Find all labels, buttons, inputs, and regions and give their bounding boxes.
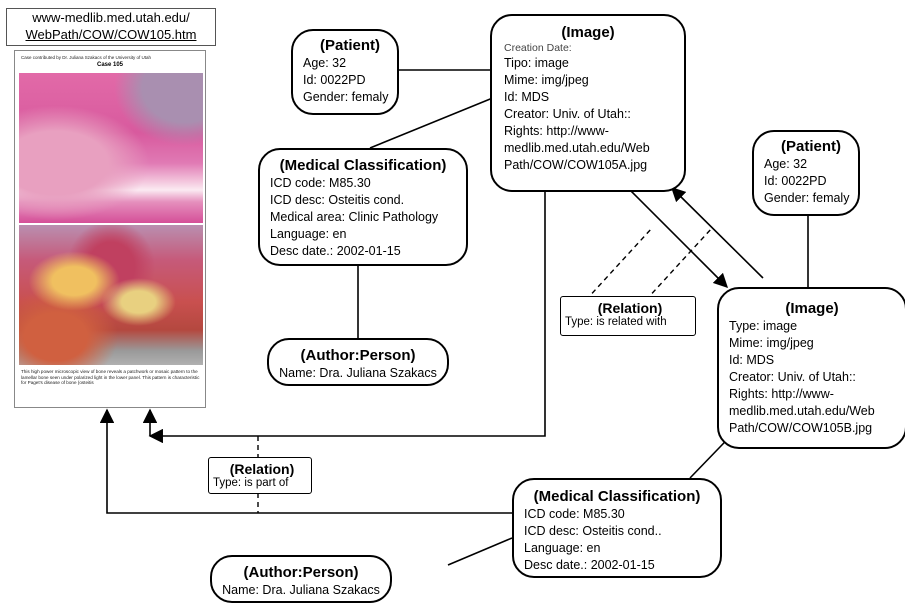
node-title: (Patient) xyxy=(781,138,841,155)
relation-part-of: (Relation) Type: is part of xyxy=(208,457,312,494)
relation-title: (Relation) xyxy=(229,461,295,477)
node-line: medlib.med.utah.edu/Web xyxy=(504,141,650,155)
medical-classification-node-2: (Medical Classification) ICD code: M85.3… xyxy=(512,478,722,578)
node-line: Rights: http://www- xyxy=(729,387,834,401)
relation-title: (Relation) xyxy=(597,300,663,316)
node-line: Creator: Univ. of Utah:: xyxy=(504,107,631,121)
url-line-2[interactable]: WebPath/COW/COW105.htm xyxy=(25,27,197,42)
node-line: Path/COW/COW105B.jpg xyxy=(729,421,873,435)
image-node-b: (Image) Type: image Mime: img/jpeg Id: M… xyxy=(717,287,905,449)
histology-image-bottom xyxy=(19,225,203,365)
page-case-title: Case 105 xyxy=(96,62,124,68)
node-title: (Medical Classification) xyxy=(279,157,447,174)
node-line: ICD code: M85.30 xyxy=(524,507,625,521)
node-line: Language: en xyxy=(524,541,601,555)
node-line: ICD desc: Osteitis cond. xyxy=(270,193,405,207)
node-line: Medical area: Clinic Pathology xyxy=(270,210,439,224)
node-line: Age: 32 xyxy=(303,56,347,70)
node-line: Mime: img/jpeg xyxy=(729,336,814,350)
patient-node-2: (Patient) Age: 32 Id: 0022PD Gender: fem… xyxy=(752,130,860,216)
node-line: medlib.med.utah.edu/Web xyxy=(729,404,875,418)
image-node-a: (Image) Creation Date: Tipo: image Mime:… xyxy=(490,14,686,192)
webpath-page-thumbnail: Case contributed by Dr. Juliana Szakacs … xyxy=(14,50,206,408)
node-line: Desc date.: 2002-01-15 xyxy=(524,558,655,572)
node-line: Id: 0022PD xyxy=(303,73,366,87)
author-node-1: (Author:Person) Name: Dra. Juliana Szaka… xyxy=(267,338,449,386)
node-line: Age: 32 xyxy=(764,157,808,171)
page-description-text: This high power microscopic view of bone… xyxy=(21,369,200,386)
node-line: Name: Dra. Juliana Szakacs xyxy=(222,583,380,597)
node-line: Desc date.: 2002-01-15 xyxy=(270,244,401,258)
node-line: Creator: Univ. of Utah:: xyxy=(729,370,856,384)
node-title: (Image) xyxy=(785,300,839,317)
relation-type: Type: is part of xyxy=(213,477,289,489)
node-line: Type: image xyxy=(729,319,798,333)
relation-related-with: (Relation) Type: is related with xyxy=(560,296,696,336)
patient-node-1: (Patient) Age: 32 Id: 0022PD Gender: fem… xyxy=(291,29,399,115)
node-title: (Author:Person) xyxy=(300,347,416,364)
node-line-creation-date: Creation Date: xyxy=(504,42,572,54)
medical-classification-node-1: (Medical Classification) ICD code: M85.3… xyxy=(258,148,468,266)
node-title: (Author:Person) xyxy=(243,564,359,581)
relation-type: Type: is related with xyxy=(565,316,667,328)
source-url-label[interactable]: www-medlib.med.utah.edu/ WebPath/COW/COW… xyxy=(6,8,216,46)
url-line-1: www-medlib.med.utah.edu/ xyxy=(32,10,190,25)
node-line: ICD desc: Osteitis cond.. xyxy=(524,524,662,538)
node-title: (Patient) xyxy=(320,37,380,54)
node-line: Id: 0022PD xyxy=(764,174,827,188)
node-line: Path/COW/COW105A.jpg xyxy=(504,158,648,172)
node-line: Mime: img/jpeg xyxy=(504,73,589,87)
node-line: Gender: femaly xyxy=(764,191,850,205)
author-node-2: (Author:Person) Name: Dra. Juliana Szaka… xyxy=(210,555,392,603)
histology-image-top xyxy=(19,73,203,223)
node-line: Gender: femaly xyxy=(303,90,389,104)
node-line: Rights: http://www- xyxy=(504,124,609,138)
node-line: Tipo: image xyxy=(504,56,569,70)
node-line: Id: MDS xyxy=(729,353,775,367)
node-title: (Image) xyxy=(561,24,615,41)
node-line: ICD code: M85.30 xyxy=(270,176,371,190)
node-title: (Medical Classification) xyxy=(533,488,701,505)
node-line: Name: Dra. Juliana Szakacs xyxy=(279,366,437,380)
node-line: Id: MDS xyxy=(504,90,550,104)
node-line: Language: en xyxy=(270,227,347,241)
page-caption: Case contributed by Dr. Juliana Szakacs … xyxy=(21,55,152,60)
